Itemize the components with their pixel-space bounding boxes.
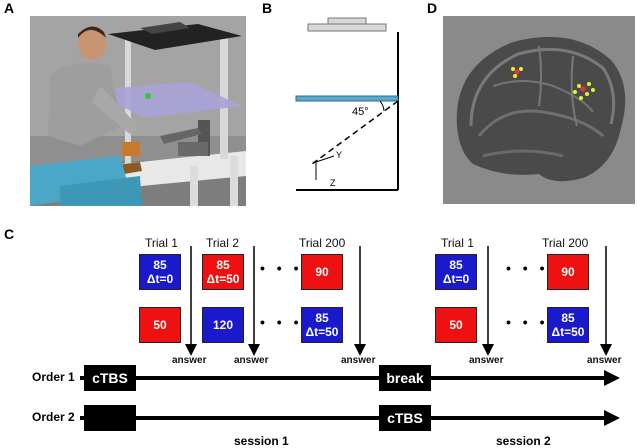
s1-bottom-box-2: 120 [202, 307, 244, 343]
axis-y-label: Y [336, 150, 343, 160]
answer-label-2: answer [234, 355, 269, 366]
s1-top-ellipsis: • • • [260, 260, 303, 276]
order1-break-block: break [379, 365, 431, 391]
session1-label: session 1 [234, 434, 289, 448]
panel-label-c: C [4, 226, 15, 242]
geometry-schematic [295, 17, 399, 191]
answer-label-5: answer [587, 355, 622, 366]
s2-bottom-box-1: 50 [435, 307, 477, 343]
s1-trial-label-1: Trial 1 [145, 236, 178, 250]
order2-label: Order 2 [32, 410, 75, 424]
order1-label: Order 1 [32, 370, 75, 384]
angle-label: 45° [352, 106, 369, 118]
order2-empty-block [84, 405, 136, 431]
panel-label-d: D [427, 0, 438, 16]
order2-ctbs-block: cTBS [379, 405, 431, 431]
s2-top-box-200: 90 [547, 254, 589, 290]
s1-bottom-box-1: 50 [139, 307, 181, 343]
s1-trial-label-2: Trial 2 [206, 236, 239, 250]
s2-top-ellipsis: • • • [506, 260, 549, 276]
s2-trial-label-200: Trial 200 [542, 236, 589, 250]
brain-render [443, 16, 635, 204]
s1-trial-label-200: Trial 200 [299, 236, 346, 250]
s2-trial-label-1: Trial 1 [441, 236, 474, 250]
answer-label-1: answer [172, 355, 207, 366]
panel-label-a: A [4, 0, 15, 16]
s2-bottom-ellipsis: • • • [506, 314, 549, 330]
answer-label-4: answer [469, 355, 504, 366]
order1-ctbs-block: cTBS [84, 365, 136, 391]
s1-top-box-200: 90 [301, 254, 343, 290]
panel-label-b: B [262, 0, 273, 16]
answer-label-3: answer [341, 355, 376, 366]
apparatus-illustration [30, 16, 246, 206]
axis-z-label: Z [330, 178, 336, 188]
session2-label: session 2 [496, 434, 551, 448]
s1-bottom-ellipsis: • • • [260, 314, 303, 330]
